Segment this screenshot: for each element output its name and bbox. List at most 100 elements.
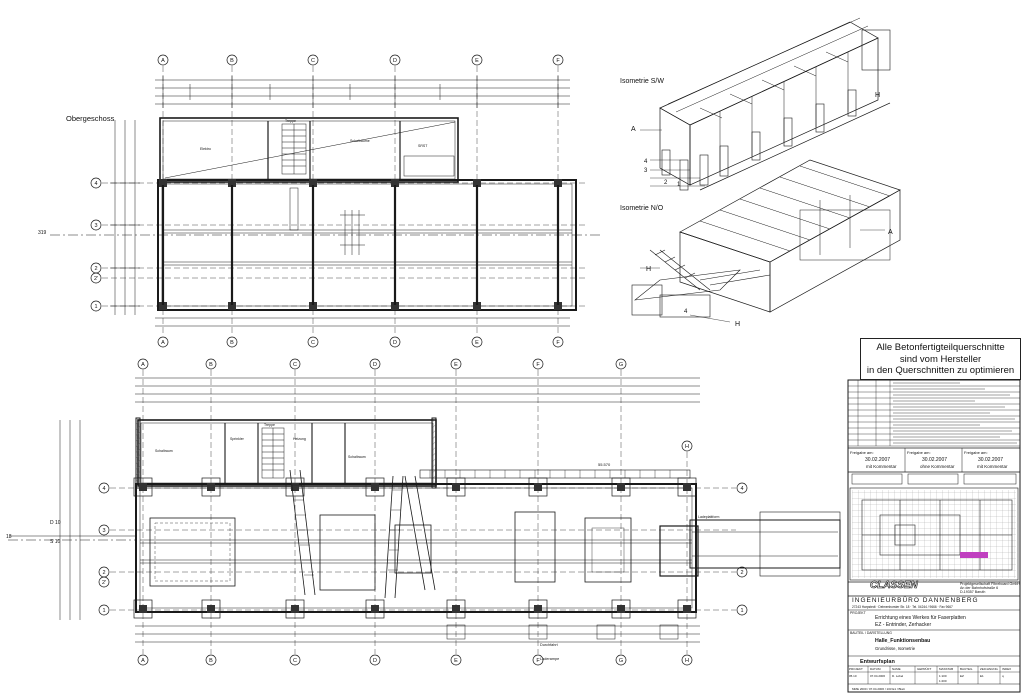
title-cell-head: ZEICHNUNG (980, 667, 998, 671)
title-block-frame (847, 379, 1021, 693)
lower-room-2: Sprinkler (230, 437, 245, 441)
upper-axis-col-bottom: A (161, 340, 165, 346)
title-cell-value: 1:200 (939, 679, 947, 683)
iso-no-title: Isometrie N/O (620, 205, 664, 212)
iso-no-label-a: A (888, 229, 893, 236)
lower-axis-row: 3 (102, 528, 105, 534)
client-line-2: An der Bahnhofstraße 6 (960, 586, 998, 590)
title-thumbnail-plan (861, 499, 1013, 571)
lower-axis-col-top: G (619, 362, 623, 368)
title-cell-head: DATUM (870, 667, 881, 671)
project-label: PROJEKT (850, 611, 866, 615)
upper-axis-row: 3 (94, 223, 97, 229)
upper-level-label: 319 (38, 230, 47, 236)
lower-axis-row-right: 1 (740, 608, 743, 614)
lower-room-4: Treppe (264, 423, 275, 427)
release-1-label: Freigabe am: (850, 450, 874, 455)
iso-sw-label-2: 2 (664, 180, 668, 186)
lower-axis-col-bottom: A (141, 658, 145, 664)
lower-axis-col-top: A (141, 362, 145, 368)
isometric-sw (640, 17, 891, 191)
release-3-remark: mit Kommentar (977, 464, 1008, 469)
upper-axis-col-bottom: D (393, 340, 397, 346)
upper-axis-col-top: D (393, 58, 397, 64)
part-label: BAUTEIL / DARSTELLUNG (850, 631, 892, 635)
iso-sw-label-4: 4 (644, 159, 648, 165)
firm-address: 27243 Harpstedt · Delmenhorster Str. 18 … (852, 605, 953, 609)
upper-axis-row: 2 (94, 266, 97, 272)
lower-axis-row: 1 (102, 608, 105, 614)
title-cell-value: EZ (960, 674, 964, 678)
iso-no-label-4: 4 (684, 309, 688, 315)
release-2-label: Freigabe am: (907, 450, 931, 455)
upper-room-4: SRST (418, 144, 428, 148)
lower-axis-row-right: 4 (740, 486, 743, 492)
release-1-remark: mit Kommentar (866, 464, 897, 469)
lower-room-1: Schaltraum (155, 449, 173, 453)
lower-axis-col-top: H (685, 444, 689, 450)
title-cell-value: 07.04.2006 (870, 674, 885, 678)
lower-level-label-3: 18 (6, 534, 12, 540)
upper-room-1: Elektro (200, 147, 211, 151)
upper-axis-col-top: E (475, 58, 479, 64)
iso-sw-label-1: 1 (677, 182, 681, 188)
iso-sw-label-a: A (631, 126, 636, 133)
project-line-2: EZ - Entrinder, Zerhacker (875, 622, 931, 628)
title-cell-value: 1:100 (939, 674, 947, 678)
plan-type: Entwurfsplan (860, 659, 895, 665)
isometric-no (631, 159, 901, 323)
upper-axis-col-top: A (161, 58, 165, 64)
title-cell-head: GEPRÜFT (917, 667, 932, 671)
lower-note-3: Ladeplattform (698, 515, 719, 519)
client-line-3: D-19357 Baruth (960, 590, 985, 594)
title-block-lower (848, 581, 1020, 685)
title-cell-value: D. Lobel (892, 674, 904, 678)
lower-axis-col-top: C (293, 362, 297, 368)
upper-axis-col-bottom: F (556, 340, 560, 346)
lower-room-5: Schaltraum (348, 455, 366, 459)
lower-axis-col-top: F (536, 362, 540, 368)
lower-axis-col-bottom: D (373, 658, 377, 664)
upper-axis-row: 2' (94, 276, 98, 282)
iso-no-label-h2: H (735, 321, 740, 328)
firm-name: INGENIEURBÜRO DANNENBERG (852, 596, 979, 604)
lower-axis-col-top: E (454, 362, 458, 368)
lower-axis-col-bottom: F (536, 658, 540, 664)
title-cell-head: BAUTEIL (960, 667, 973, 671)
lower-axis-row: 2 (102, 570, 105, 576)
lower-axis-row: 2' (102, 580, 106, 586)
upper-axis-col-top: F (556, 58, 560, 64)
title-cell-head: MASSTAB (939, 667, 953, 671)
title-cell-head: PROJEKT (849, 667, 863, 671)
lower-level-label-1: D 10 (50, 520, 61, 526)
iso-sw-label-3: 3 (644, 168, 648, 174)
upper-floor-title: Obergeschoss (66, 114, 115, 123)
upper-axis-col-bottom: E (475, 340, 479, 346)
part-line-2: Grundrisse, Isometrie (875, 646, 916, 651)
lower-axis-col-bottom: H (685, 658, 689, 664)
upper-axis-row: 4 (94, 181, 97, 187)
precast-note-line-2: sind vom Hersteller (899, 353, 982, 365)
lower-note-1: Durchfahrt (540, 643, 559, 647)
iso-no-label-h1: H (646, 266, 651, 273)
project-line-1: Errichtung eines Werkes für Faserplatten (875, 615, 966, 621)
precast-note: Alle Betonfertigteilquerschnitte sind vo… (860, 338, 1021, 380)
brand-logo: CLASSEN (870, 580, 919, 591)
lower-room-3: Heizung (293, 437, 306, 441)
upper-axis-col-bottom: C (311, 340, 315, 346)
lower-axis-col-top: B (209, 362, 213, 368)
lower-axis-row: 4 (102, 486, 105, 492)
upper-room-2: Schalträume (350, 139, 370, 143)
lower-axis-row-right: 2 (740, 570, 743, 576)
ground-floor-plan (8, 358, 841, 666)
upper-axis-col-bottom: B (230, 340, 234, 346)
upper-axis-heads (90, 54, 564, 348)
upper-axis-row: 1 (94, 304, 97, 310)
lower-axis-col-bottom: C (293, 658, 297, 664)
precast-note-line-1: Alle Betonfertigteilquerschnitte (876, 342, 1005, 353)
part-line-1: Halle_Funktionsenbau (875, 638, 930, 644)
lower-axis-col-top: D (373, 362, 377, 368)
client-line-1: Projektgesellschaft Fibreboard GmbH (960, 582, 1020, 586)
precast-note-line-3: in den Querschnitten zu optimieren (866, 365, 1015, 376)
